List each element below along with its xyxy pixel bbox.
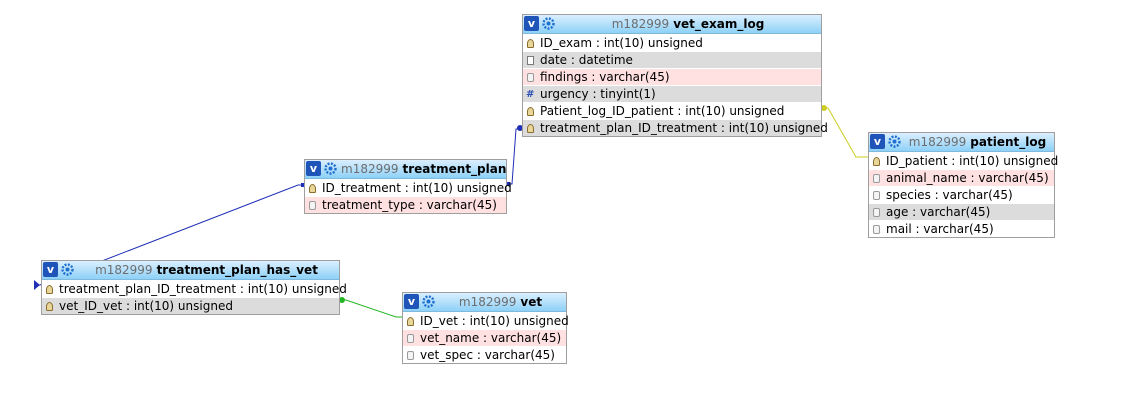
gear-icon[interactable]: [61, 263, 74, 276]
table-row: mail : varchar(45): [869, 220, 1054, 237]
key-icon: [873, 157, 880, 166]
gear-icon[interactable]: [888, 135, 901, 148]
field-icon: [527, 73, 534, 82]
key-icon: [309, 184, 316, 193]
key-icon: [527, 124, 534, 133]
field-icon: [873, 174, 880, 183]
relation-line-has-vet-vet: [340, 299, 402, 318]
table-row: animal_name : varchar(45): [869, 169, 1054, 186]
table-row: treatment_type : varchar(45): [305, 196, 506, 213]
table-db: m182999: [341, 162, 399, 176]
table-row: treatment_plan_ID_treatment : int(10) un…: [42, 280, 347, 297]
key-icon: [407, 317, 414, 326]
table-name: vet_exam_log: [673, 17, 765, 31]
relation-end-vet-green: [339, 297, 345, 303]
relation-line-exam-patient: [822, 107, 868, 158]
key-icon: [46, 285, 53, 294]
table-row: species : varchar(45): [869, 186, 1054, 203]
table-row: date : datetime: [523, 51, 821, 68]
field-icon: [407, 351, 414, 360]
field-icon: [309, 201, 316, 210]
table-name: treatment_plan: [402, 162, 507, 176]
numeric-icon: #: [526, 89, 535, 100]
table-db: m182999: [611, 17, 670, 31]
field-icon: [873, 225, 880, 234]
table-row: age : varchar(45): [869, 203, 1054, 220]
toggle-icon[interactable]: v: [306, 161, 321, 176]
table-db: m182999: [95, 263, 153, 277]
gear-icon[interactable]: [422, 295, 435, 308]
key-icon: [527, 39, 534, 48]
relation-end-treatment-left: [301, 183, 305, 187]
table-row: vet_spec : varchar(45): [403, 346, 566, 363]
relation-end-treatment: [506, 182, 510, 186]
gear-icon[interactable]: [542, 17, 555, 30]
table-row: findings : varchar(45): [523, 68, 821, 85]
relation-end-exam: [517, 125, 523, 131]
gear-icon[interactable]: [324, 162, 337, 175]
table-row: ID_exam : int(10) unsigned: [523, 34, 821, 51]
table-name: treatment_plan_has_vet: [156, 263, 318, 277]
table-row: treatment_plan_ID_treatment : int(10) un…: [523, 119, 828, 136]
table-row: ID_vet : int(10) unsigned: [403, 312, 569, 329]
relation-end-has-vet: [34, 280, 40, 290]
table-row: ID_patient : int(10) unsigned: [869, 152, 1058, 169]
table-row: Patient_log_ID_patient : int(10) unsigne…: [523, 102, 821, 119]
field-icon: [873, 208, 880, 217]
relation-end-patient-yellow: [821, 105, 827, 111]
table-db: m182999: [458, 295, 517, 309]
table-name: vet: [520, 295, 543, 309]
table-row: #urgency : tinyint(1): [523, 85, 821, 102]
field-icon: [873, 191, 880, 200]
key-icon: [527, 107, 534, 116]
relation-line-exam-treatment: [506, 128, 522, 185]
key-icon: [46, 302, 53, 311]
toggle-icon[interactable]: v: [870, 134, 885, 149]
table-row: vet_name : varchar(45): [403, 329, 566, 346]
field-icon: [407, 334, 414, 343]
table-row: vet_ID_vet : int(10) unsigned: [42, 297, 339, 314]
table-name: patient_log: [970, 135, 1047, 149]
table-db: m182999: [908, 135, 967, 149]
toggle-icon[interactable]: v: [524, 16, 539, 31]
datetime-icon: [527, 56, 534, 65]
toggle-icon[interactable]: v: [404, 294, 419, 309]
toggle-icon[interactable]: v: [43, 262, 58, 277]
table-row: ID_treatment : int(10) unsigned: [305, 179, 512, 196]
